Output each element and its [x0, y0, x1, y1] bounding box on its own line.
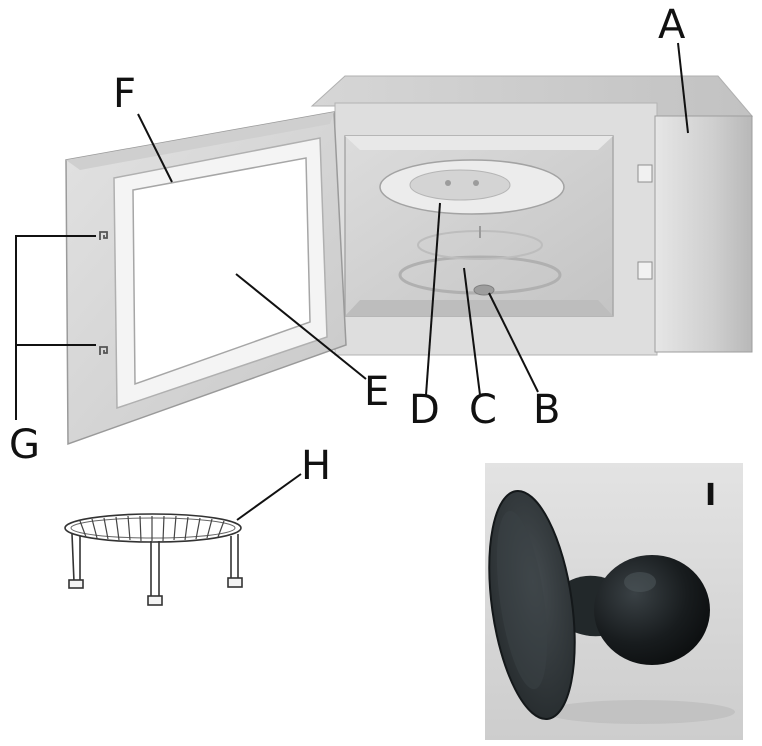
- latch-holes: [637, 164, 653, 280]
- label-c: C: [469, 387, 497, 433]
- leader-lines: [15, 42, 689, 521]
- door-hook-upper: [99, 231, 108, 240]
- control-panel: [654, 115, 753, 353]
- turntable-coupler: [473, 284, 495, 296]
- part-labels: A B C D E F G H I: [9, 2, 716, 513]
- label-d: D: [409, 387, 440, 433]
- suction-cup-photo: [485, 463, 743, 740]
- door-hook-lower: [99, 346, 108, 355]
- label-h: H: [301, 443, 331, 489]
- label-b: B: [533, 387, 560, 433]
- microwave-body: [310, 75, 754, 356]
- label-g: G: [9, 422, 40, 468]
- label-i: I: [705, 478, 716, 513]
- waveguide-cover: [379, 159, 565, 215]
- door-window: [132, 157, 311, 386]
- label-f: F: [113, 71, 136, 117]
- oven-door: [65, 111, 347, 446]
- grill-rack: [64, 513, 243, 606]
- label-e: E: [364, 369, 389, 415]
- label-a: A: [658, 2, 686, 48]
- knob-handle: [594, 555, 710, 665]
